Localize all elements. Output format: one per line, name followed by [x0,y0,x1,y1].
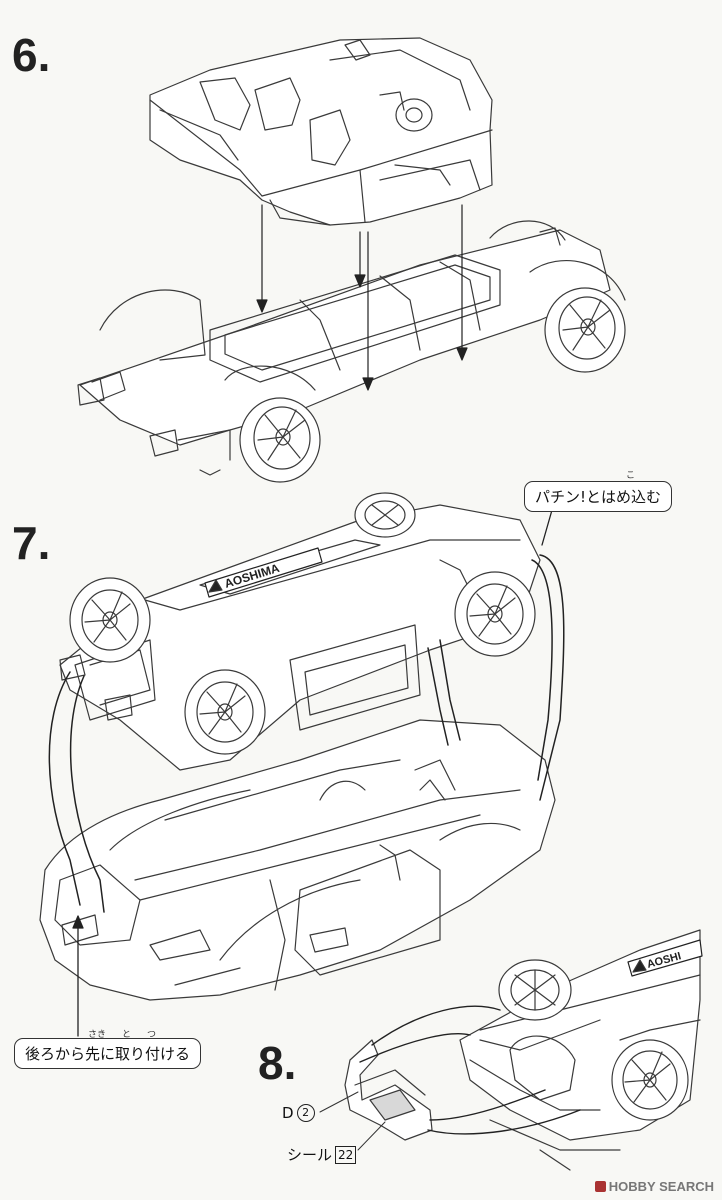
step6-arrows [257,205,467,390]
part-d-letter: D [282,1104,294,1122]
step6-interior-tub [150,38,492,225]
step6-front-wheel [225,366,320,482]
step7-wheel-front-left [185,670,265,754]
callout-attach-rear-first: 後ろから先に取り付ける [14,1038,202,1069]
step7-wheel-rear-right [355,493,415,537]
seal-label: シール [287,1146,333,1164]
hobby-search-logo-icon [594,1181,606,1192]
step8-part-pointers [320,1092,385,1150]
step7-guide-lines [49,555,563,912]
step7-body-shell [40,720,555,1000]
step8-rear-diffuser-part [345,1040,432,1140]
step8-logo-plate [628,940,702,976]
callout-attach-ruby-tsu: つ [147,1030,157,1040]
step7-callout-pointers [73,510,552,1036]
part-d-number: 2 [296,1104,315,1122]
step-number-7: 7. [12,517,51,569]
part-label-seal: シール 22 [287,1144,357,1165]
callout-snap-in: パチン!とはめ込む [524,481,673,512]
callout-snap-in-ruby: こ [626,471,636,481]
step-number-6: 6. [12,29,51,81]
watermark-text: HOBBY SEARCH [608,1179,714,1194]
callout-attach-ruby-saki: さき [88,1030,107,1040]
callout-attach-ruby-to: と [122,1030,132,1040]
step-number-8: 8. [258,1037,297,1089]
step7-logo-plate [205,548,322,597]
watermark: HOBBY SEARCH [594,1179,714,1194]
step8-wheel-upper [499,960,571,1020]
step6-chassis [78,221,610,475]
step6-rear-wheel [530,261,625,372]
step8-wheel-lower [612,1040,688,1120]
step8-guide-lines [360,1006,580,1134]
part-label-d: D 2 [282,1104,315,1122]
seal-number: 22 [335,1145,357,1164]
step7-wheel-front-right [455,572,535,656]
step7-wheel-rear-left [70,578,150,662]
